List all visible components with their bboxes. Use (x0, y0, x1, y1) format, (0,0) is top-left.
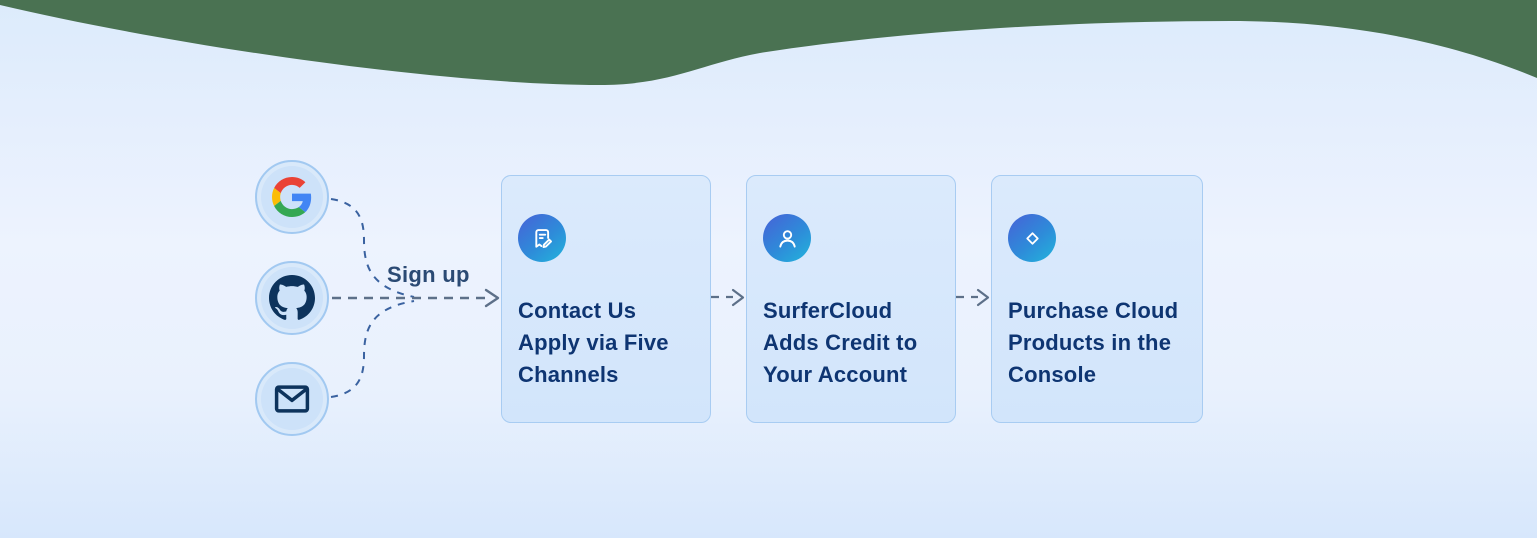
step-title-line: Products in the (1008, 330, 1172, 355)
step-card-purchase: Purchase Cloud Products in the Console (991, 175, 1203, 423)
step-card-credit: SurferCloud Adds Credit to Your Account (746, 175, 956, 423)
mail-icon (271, 378, 313, 420)
step-title-line: SurferCloud (763, 298, 893, 323)
step-title: SurferCloud Adds Credit to Your Account (763, 295, 945, 391)
document-edit-icon (518, 214, 566, 262)
provider-circle-google (255, 160, 329, 234)
step-title-line: Purchase Cloud (1008, 298, 1179, 323)
step-title-line: Apply via Five (518, 330, 669, 355)
step-title-line: Channels (518, 362, 619, 387)
user-icon (763, 214, 811, 262)
step-title-line: Console (1008, 362, 1097, 387)
provider-circle-github (255, 261, 329, 335)
step-title-line: Your Account (763, 362, 908, 387)
step-title-line: Contact Us (518, 298, 637, 323)
arrowhead-card2 (731, 288, 745, 307)
wave-header (0, 0, 1537, 85)
step-title-line: Adds Credit to (763, 330, 918, 355)
step-title: Purchase Cloud Products in the Console (1008, 295, 1192, 391)
step-title: Contact Us Apply via Five Channels (518, 295, 700, 391)
arrowhead-card3 (976, 288, 990, 307)
connector-mail-curve (330, 300, 415, 398)
step-card-contact: Contact Us Apply via Five Channels (501, 175, 711, 423)
provider-circle-email (255, 362, 329, 436)
google-icon (272, 177, 312, 217)
arrowhead-main (484, 288, 500, 308)
signup-label: Sign up (387, 262, 470, 287)
github-icon (269, 275, 315, 321)
diamond-icon (1008, 214, 1056, 262)
